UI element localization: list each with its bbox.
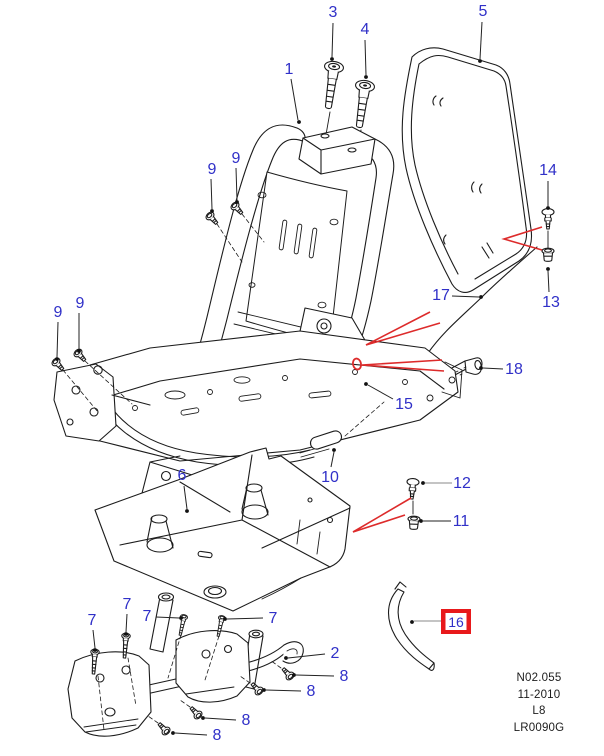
callout-7[interactable]: 7 [88, 612, 97, 652]
callout-number[interactable]: 16 [448, 614, 464, 630]
callout-number[interactable]: 12 [453, 475, 471, 492]
part-back-panel-drawing [401, 47, 533, 293]
callout-number[interactable]: 1 [285, 61, 294, 78]
callout-number[interactable]: 2 [331, 645, 340, 662]
callout-7[interactable]: 7 [223, 610, 278, 627]
footer-line-date: 11-2010 [517, 688, 561, 701]
callout-number[interactable]: 9 [208, 161, 217, 178]
callout-number[interactable]: 6 [178, 467, 187, 484]
callout-number[interactable]: 18 [505, 361, 523, 378]
footer-line-catalog-code: LR0090G [513, 721, 565, 734]
part-grommet-11-drawing [407, 515, 421, 531]
part-screw-7-drawing [88, 613, 227, 731]
part-lower-tube-assembly-drawing [67, 592, 304, 737]
callout-9[interactable]: 9 [208, 161, 217, 213]
callout-number[interactable]: 17 [432, 287, 450, 304]
callout-number[interactable]: 5 [479, 3, 488, 20]
part-wedge-10-drawing [309, 401, 385, 450]
callout-9[interactable]: 9 [76, 295, 85, 353]
callout-2[interactable]: 2 [284, 645, 340, 662]
footer-line-drawing-ref: N02.055 [516, 672, 562, 684]
callout-6[interactable]: 6 [178, 467, 189, 513]
callout-1[interactable]: 1 [285, 61, 301, 124]
callout-number[interactable]: 11 [453, 513, 470, 530]
red-arrow [501, 226, 543, 251]
callout-18[interactable]: 18 [479, 361, 523, 378]
callout-14[interactable]: 14 [539, 162, 557, 210]
part-screw-9-drawing [49, 200, 265, 413]
callout-8[interactable]: 8 [171, 727, 222, 744]
part-strap-16-drawing [387, 581, 435, 671]
callout-number[interactable]: 4 [361, 21, 370, 38]
red-arrow [361, 359, 445, 372]
callout-number[interactable]: 7 [143, 608, 152, 625]
callout-number[interactable]: 7 [123, 596, 132, 613]
callout-number[interactable]: 8 [242, 712, 251, 729]
part-pin-12-drawing [405, 477, 420, 500]
callout-16-highlighted[interactable]: 16 [410, 609, 471, 634]
callout-8[interactable]: 8 [201, 712, 251, 729]
callout-7[interactable]: 7 [143, 608, 183, 625]
part-grommet-13-drawing [541, 247, 555, 262]
left-mount-bracket-drawing [53, 363, 151, 442]
highlighted-washer [352, 357, 362, 371]
callout-10[interactable]: 10 [321, 448, 339, 486]
red-arrow [352, 497, 412, 533]
callout-number[interactable]: 10 [321, 469, 339, 486]
callout-7[interactable]: 7 [123, 596, 132, 636]
callout-number[interactable]: 7 [269, 610, 278, 627]
callout-9[interactable]: 9 [232, 150, 241, 204]
callout-12[interactable]: 12 [421, 475, 471, 492]
callout-number[interactable]: 3 [329, 4, 338, 21]
callout-number[interactable]: 14 [539, 162, 557, 179]
part-clip-14-drawing [541, 208, 555, 230]
figure-footer: N02.055 11-2010 L8 LR0090G [479, 670, 599, 736]
part-cover-panel-drawing [94, 447, 351, 612]
red-annotations [352, 226, 543, 533]
part-screw-8-drawing [147, 659, 297, 737]
callout-8[interactable]: 8 [292, 668, 349, 685]
callout-15[interactable]: 15 [364, 382, 413, 413]
callout-number[interactable]: 8 [307, 683, 316, 700]
callout-4[interactable]: 4 [361, 21, 370, 79]
callout-13[interactable]: 13 [542, 267, 560, 311]
callout-number[interactable]: 13 [542, 294, 560, 311]
footer-line-page: L8 [532, 705, 546, 717]
callout-number[interactable]: 9 [76, 295, 85, 312]
callout-5[interactable]: 5 [478, 3, 488, 63]
callout-3[interactable]: 3 [329, 4, 338, 61]
red-arrow [365, 311, 441, 346]
callout-number[interactable]: 8 [340, 668, 349, 685]
callout-number[interactable]: 9 [54, 304, 63, 321]
callout-11[interactable]: 11 [419, 513, 469, 530]
callout-number[interactable]: 8 [213, 727, 222, 744]
callout-9[interactable]: 9 [54, 304, 63, 361]
callout-number[interactable]: 7 [88, 612, 97, 629]
callout-number[interactable]: 15 [395, 396, 413, 413]
callout-17[interactable]: 17 [432, 287, 483, 304]
callout-8[interactable]: 8 [262, 683, 316, 700]
callout-number[interactable]: 9 [232, 150, 241, 167]
